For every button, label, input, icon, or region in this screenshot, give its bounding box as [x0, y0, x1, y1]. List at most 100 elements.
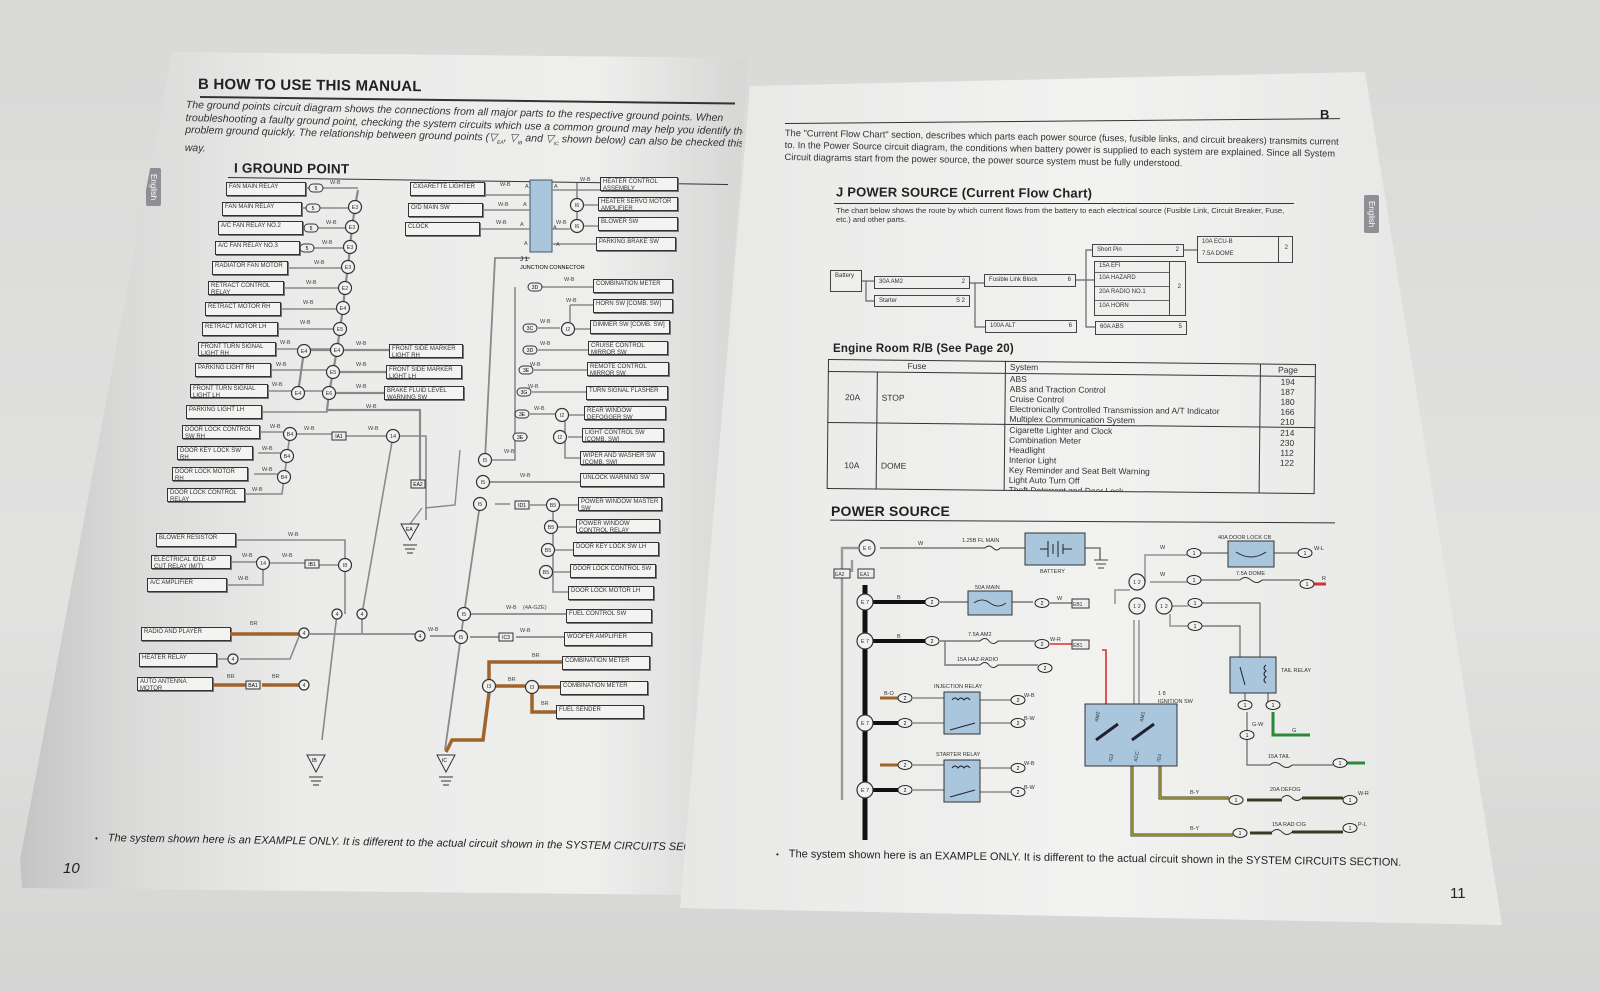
- component-box: DOOR LOCK CONTROL SW RH: [182, 425, 260, 439]
- splice-node: I6: [569, 218, 585, 234]
- alt-label: 100A ALT: [990, 323, 1016, 329]
- svg-text:B5: B5: [545, 548, 552, 554]
- connector-label: IB1: [304, 559, 320, 569]
- svg-text:1: 1: [1339, 761, 1342, 767]
- splice-node: E3: [340, 259, 356, 275]
- component-box: A/C FAN RELAY NO.2: [218, 221, 303, 235]
- connector-oval: 2: [897, 785, 913, 795]
- wire-code-label: W-B: [504, 449, 515, 455]
- svg-text:1: 1: [1349, 798, 1352, 804]
- fuse-item: 10A HAZARD: [1095, 273, 1169, 287]
- component-box: HEATER RELAY: [139, 653, 217, 667]
- component-box: FRONT SIDE MARKER LIGHT RH: [389, 344, 463, 358]
- connector-label: 3G: [516, 387, 532, 397]
- ignition-label: IGNITION SW: [1158, 699, 1194, 705]
- connector-oval: 2: [897, 693, 913, 703]
- abs-number: 5: [1178, 324, 1182, 330]
- connector-oval: 1: [1342, 823, 1358, 833]
- fuse-item: 15A EFI: [1095, 262, 1169, 273]
- connector-label: 3E: [518, 365, 534, 375]
- splice-node: 4: [298, 627, 310, 639]
- language-tab[interactable]: English: [1364, 195, 1379, 234]
- svg-text:2: 2: [904, 763, 907, 769]
- component-box: A/C AMPLIFIER: [147, 578, 227, 592]
- page-number: 11: [1450, 885, 1466, 902]
- svg-text:1: 1: [1304, 551, 1307, 557]
- heading-rule: [834, 203, 1294, 204]
- acc-pin: ACC: [1133, 751, 1141, 763]
- splice-node: I2: [560, 321, 576, 337]
- splice-node: E4: [296, 343, 312, 359]
- svg-text:3E: 3E: [523, 368, 530, 374]
- fuse-group-list: 15A EFI 10A HAZARD 20A RADIO NO.1 10A HO…: [1095, 262, 1170, 315]
- svg-text:2: 2: [1017, 766, 1020, 772]
- wire-code-label: W-B: [528, 384, 539, 390]
- svg-text:E 7: E 7: [861, 600, 869, 606]
- splice-node: 4: [331, 608, 343, 620]
- svg-text:5: 5: [310, 226, 313, 232]
- splice-node: E4: [290, 385, 306, 401]
- connector-oval: 2: [1010, 718, 1026, 728]
- splice-node: E4: [335, 300, 351, 316]
- splice-node-e7: E 7: [856, 714, 874, 732]
- wire-code-label: W-B: [270, 424, 281, 430]
- connector-label: ID1: [514, 500, 530, 510]
- battery-label: BATTERY: [1040, 569, 1065, 575]
- wire-code-label: W-B: [288, 532, 299, 538]
- wire-code-label: W-B: [506, 605, 517, 611]
- svg-text:B4: B4: [281, 475, 288, 481]
- wire-code-label: BR: [250, 621, 258, 627]
- wire-code: B-O: [884, 691, 895, 697]
- svg-text:4: 4: [231, 657, 234, 663]
- branch-wire: [217, 435, 394, 741]
- door-lock-cb-icon: [1227, 540, 1275, 568]
- splice-node: I5: [477, 452, 493, 468]
- component-box: POWER WINDOW CONTROL RELAY: [576, 519, 660, 533]
- door-lock-cb-label: 40A DOOR LOCK CB: [1218, 535, 1272, 541]
- ea1-connector: EA1: [860, 572, 870, 578]
- pin-label: A: [554, 184, 558, 190]
- svg-text:14: 14: [260, 561, 266, 567]
- connector-label: IC3: [498, 632, 514, 642]
- svg-text:1: 1: [1272, 703, 1275, 709]
- component-box: COMBINATION METER: [560, 681, 648, 695]
- splice-node-e7: E 7: [856, 593, 874, 611]
- svg-text:4: 4: [302, 631, 305, 637]
- component-box: UNLOCK WARNING SW: [580, 473, 664, 487]
- connector-oval: 1: [1297, 548, 1313, 558]
- ground-bus-wire: [296, 189, 422, 480]
- language-tab[interactable]: English: [146, 168, 161, 207]
- wire-code: G: [1292, 728, 1296, 734]
- splice-node: 14: [385, 428, 401, 444]
- starter-relay-icon: [943, 759, 981, 803]
- component-box: DOOR LOCK MOTOR LH: [568, 586, 654, 600]
- component-box: COMBINATION METER: [593, 279, 673, 293]
- splice-node: I8: [337, 557, 353, 573]
- bus-wire: [310, 257, 580, 751]
- defog-label: 20A DEFOG: [1270, 787, 1301, 793]
- connector-label: IA1: [331, 431, 347, 441]
- splice-node: I3: [481, 678, 497, 694]
- power-source-components: [833, 532, 1303, 835]
- junction-label: JUNCTION CONNECTOR: [520, 265, 585, 271]
- svg-text:I8: I8: [343, 563, 348, 569]
- wire-code-label: W-B: [428, 627, 439, 633]
- branch-wire: [245, 431, 427, 520]
- haz-label: 15A HAZ-RADIO: [957, 657, 999, 663]
- component-box: RADIATOR FAN MOTOR: [212, 261, 288, 275]
- wire-code-label: W-B: [330, 180, 341, 186]
- splice-node: E3: [347, 199, 363, 215]
- splice-node-e6: E 6: [858, 539, 876, 557]
- power-source-heading: POWER SOURCE: [831, 503, 951, 519]
- splice-node-e7: E 7: [856, 632, 874, 650]
- component-box: CLOCK: [405, 222, 480, 236]
- wire-code: W-L: [1314, 546, 1324, 552]
- splice-node: E2: [337, 280, 353, 296]
- component-box: HEATER CONTROL ASSEMBLY: [600, 177, 678, 191]
- svg-text:I6: I6: [575, 203, 580, 209]
- tail-relay-label: TAIL RELAY: [1281, 668, 1311, 674]
- am2-label: 7.5A AM2: [968, 632, 992, 638]
